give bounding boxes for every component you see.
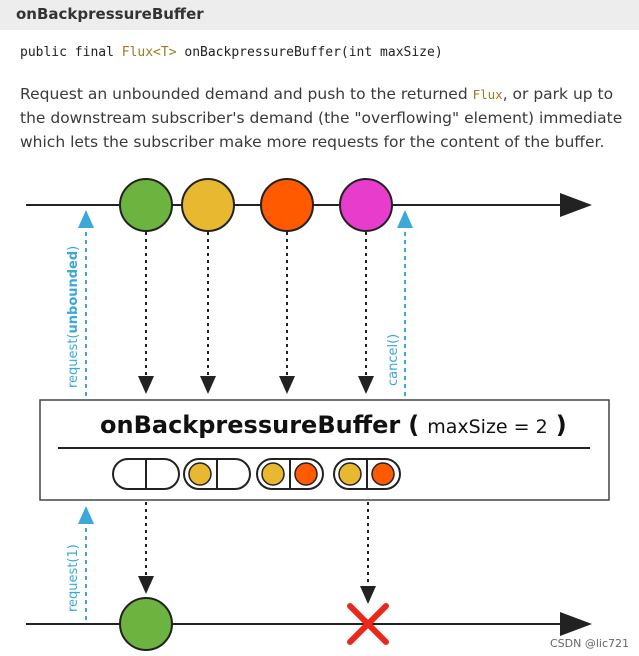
signature-prefix: public final: [20, 45, 122, 60]
request-one-line: [78, 506, 94, 620]
downstream-timeline-arrow: [560, 612, 592, 636]
request-one-label: request(1): [66, 544, 81, 612]
method-description: Request an unbounded demand and push to …: [20, 82, 639, 154]
cancel-line: [397, 210, 413, 396]
upstream-timeline-arrow: [560, 193, 592, 217]
watermark: CSDN @lic721: [549, 637, 629, 650]
signature-return-type[interactable]: Flux<T>: [121, 45, 177, 60]
marble-yellow-upstream: [181, 178, 235, 232]
upstream-drop-arrowheads: [138, 376, 374, 394]
operator-title: onBackpressureBuffer(maxSize = 2): [100, 411, 567, 439]
description-line-2: the downstream subscriber's demand (the …: [20, 109, 623, 127]
marble-green-upstream: [119, 178, 173, 232]
cancel-label: cancel(): [386, 334, 401, 386]
buffer-state-empty: [112, 458, 180, 490]
buffer-state-one: [183, 458, 251, 490]
upstream-drop-lines: [145, 232, 367, 378]
marble-green-downstream: [119, 597, 173, 651]
downstream-drop-arrowheads: [138, 576, 376, 604]
request-unbounded-line: [78, 210, 94, 396]
flux-link[interactable]: Flux: [472, 87, 503, 102]
method-title: onBackpressureBuffer: [16, 5, 204, 23]
buffer-state-full: [256, 458, 324, 490]
buffer-state-full-after-drop: [333, 458, 401, 490]
marble-magenta-upstream: [339, 178, 393, 232]
marble-orange-upstream: [260, 178, 314, 232]
description-line-3: which lets the subscriber make more requ…: [20, 133, 605, 151]
signature-suffix: onBackpressureBuffer(int maxSize): [176, 45, 443, 60]
downstream-drop-lines: [145, 502, 369, 588]
description-line-1: Request an unbounded demand and push to …: [20, 85, 614, 103]
request-unbounded-label: request(unbounded): [66, 246, 81, 388]
error-x-icon: [347, 603, 389, 645]
header-bar: onBackpressureBuffer: [0, 0, 639, 30]
method-signature: public final Flux<T> onBackpressureBuffe…: [20, 44, 443, 62]
